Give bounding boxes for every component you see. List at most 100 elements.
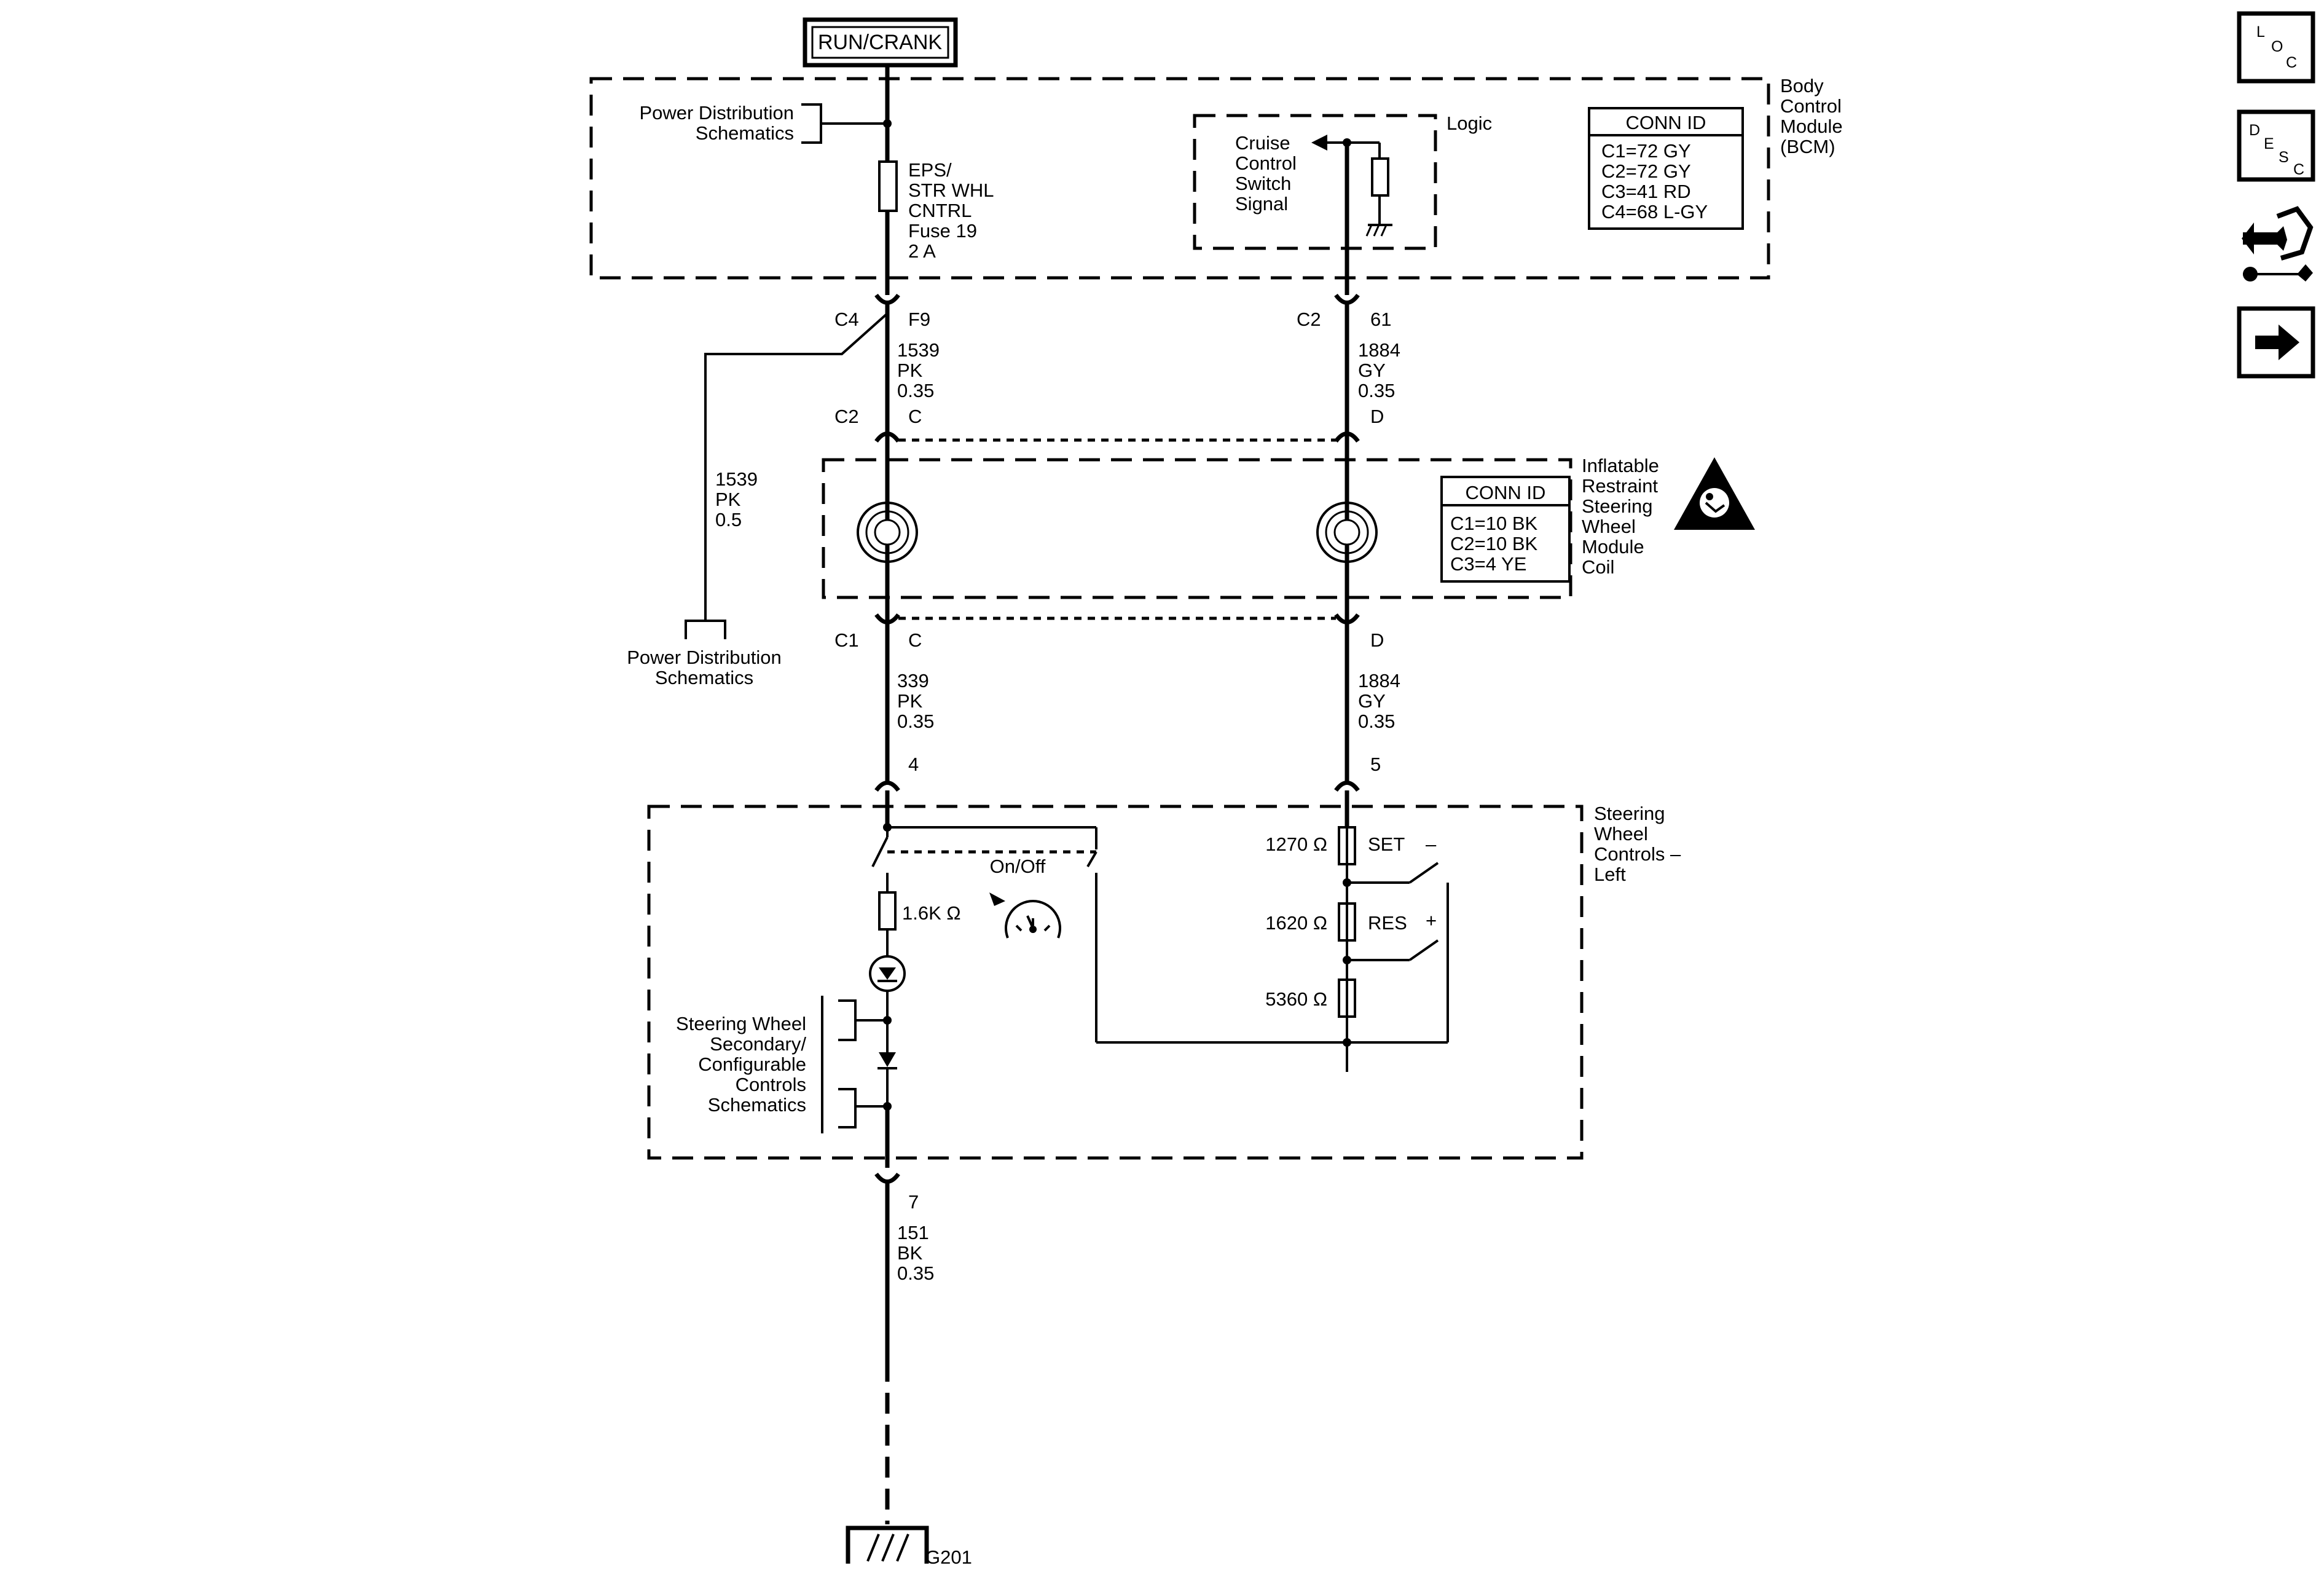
clockspring-left-icon [857, 497, 918, 570]
pullup-resistor [1371, 157, 1389, 197]
swc-label-1: Steering [1594, 803, 1665, 824]
power-dist-lower-1: Power Distribution [627, 647, 782, 668]
plus-label: + [1426, 910, 1437, 931]
desc-letter-c: C [2293, 161, 2304, 178]
conn-d-low: D [1370, 629, 1384, 651]
wire-1539b-id: 1539 [715, 468, 758, 490]
ground-g201: 151 BK 0.35 G201 [846, 1181, 972, 1568]
loc-button[interactable]: L O C [2237, 11, 2315, 84]
fuse-label-1: EPS/ [908, 159, 952, 181]
cruise-label-4: Signal [1235, 193, 1288, 215]
coil-label-4: Wheel [1582, 516, 1636, 537]
power-dist-label-1: Power Distribution [639, 102, 794, 124]
conn-c4: C4 [834, 309, 859, 330]
wire-339-gauge: 0.35 [897, 711, 934, 732]
wire-1884b-gauge: 0.35 [1358, 711, 1395, 732]
swc-label-4: Left [1594, 864, 1626, 885]
wire-339-color: PK [897, 690, 923, 712]
logic-label: Logic [1447, 112, 1492, 134]
conn-4: 4 [908, 754, 919, 775]
coil-label-5: Module [1582, 536, 1644, 557]
fuse-label-4: Fuse 19 [908, 220, 977, 242]
wire-1539-color: PK [897, 360, 923, 381]
run-crank-label: RUN/CRANK [818, 31, 942, 54]
bcm-label-2: Control [1780, 95, 1842, 117]
desc-letter-s: S [2279, 149, 2289, 166]
r1-label: 1270 Ω [1265, 833, 1327, 855]
bcm-conn-4: C4=68 L-GY [1601, 201, 1708, 222]
coil-conn-1: C1=10 BK [1450, 513, 1538, 534]
cruise-label-3: Switch [1235, 173, 1291, 194]
run-crank-source: RUN/CRANK [803, 17, 958, 68]
bcm-conn-title: CONN ID [1626, 112, 1706, 133]
coil-label-3: Steering [1582, 495, 1652, 517]
wire-151-color: BK [897, 1242, 923, 1264]
logic-ground-icon [1365, 224, 1392, 237]
secondary-label-2: Secondary/ [710, 1033, 806, 1055]
chassis-ground-icon [846, 1526, 929, 1564]
cruise-label-2: Control [1235, 152, 1297, 174]
right-circuit: C2 61 1884 GY 0.35 D D 1884 GY 0.35 5 [1297, 143, 1400, 792]
connector-repair-icon[interactable] [2242, 206, 2314, 282]
cruise-speedometer-icon [989, 892, 1061, 939]
steering-wheel-controls-left: Steering Wheel Controls – Left On/Off 1.… [647, 790, 1681, 1213]
next-page-button[interactable] [2237, 306, 2315, 379]
bcm-label-4: (BCM) [1780, 136, 1835, 157]
signal-arrow-icon [1311, 135, 1327, 151]
wire-151-id: 151 [897, 1222, 929, 1243]
cruise-label-1: Cruise [1235, 132, 1290, 154]
wire-1539b-color: PK [715, 489, 741, 510]
coil-conn-title: CONN ID [1466, 482, 1546, 503]
led-indicator-icon [869, 955, 906, 992]
body-control-module: Body Control Module (BCM) Power Distribu… [589, 75, 1843, 280]
desc-letter-d: D [2249, 122, 2260, 139]
secondary-label-3: Configurable [698, 1053, 806, 1075]
power-dist-lower-bracket [685, 620, 726, 639]
conn-f9: F9 [908, 309, 930, 330]
resistor-1-6k [878, 891, 897, 931]
swc-label-2: Wheel [1594, 823, 1648, 845]
resistor-5360 [1338, 979, 1356, 1018]
desc-letter-e: E [2264, 135, 2274, 152]
bcm-label-3: Module [1780, 116, 1843, 137]
fuse-label-2: STR WHL [908, 179, 994, 201]
r2-label: 1620 Ω [1265, 912, 1327, 934]
wire-151-gauge: 0.35 [897, 1262, 934, 1284]
secondary-label-5: Schematics [708, 1094, 806, 1116]
coil-label-2: Restraint [1582, 475, 1658, 497]
conn-5: 5 [1370, 754, 1381, 775]
conn-c-mid: C [908, 406, 922, 427]
left-circuit: C4 F9 1539 PK 0.35 1539 PK 0.5 Power Dis… [627, 65, 940, 792]
loc-letter-l: L [2256, 23, 2265, 41]
bcm-conn-3: C3=41 RD [1601, 181, 1691, 202]
wire-1884-gauge: 0.35 [1358, 380, 1395, 401]
res-switch-blade [1408, 939, 1439, 961]
fuse-label-5: 2 A [908, 240, 936, 262]
secondary-label-1: Steering Wheel [676, 1013, 806, 1034]
r-left-label: 1.6K Ω [902, 902, 961, 924]
wire-1884b-color: GY [1358, 690, 1386, 712]
conn-c1: C1 [834, 629, 859, 651]
wire-1539b-gauge: 0.5 [715, 509, 742, 530]
conn-c2-mid: C2 [834, 406, 859, 427]
conn-d-mid: D [1370, 406, 1384, 427]
r3-label: 5360 Ω [1265, 988, 1327, 1010]
coil-conn-id-box [1440, 476, 1571, 583]
swc-label-3: Controls – [1594, 843, 1681, 865]
fuse-symbol [878, 160, 898, 212]
wire-1539-gauge: 0.35 [897, 380, 934, 401]
wire-1539-id: 1539 [897, 339, 940, 361]
arrow-right-icon [2255, 325, 2299, 360]
coil-label-1: Inflatable [1582, 455, 1659, 476]
wire-1884b-id: 1884 [1358, 670, 1400, 691]
resistor-1620 [1338, 902, 1356, 942]
conn-61: 61 [1370, 309, 1391, 330]
sidebar: L O C D E S C [2237, 11, 2315, 379]
conn-7: 7 [908, 1191, 919, 1213]
clockspring-right-icon [1316, 497, 1378, 570]
desc-button[interactable]: D E S C [2237, 109, 2315, 182]
power-dist-label-2: Schematics [696, 122, 794, 144]
coil-label-6: Coil [1582, 556, 1614, 578]
coil-conn-2: C2=10 BK [1450, 533, 1538, 554]
